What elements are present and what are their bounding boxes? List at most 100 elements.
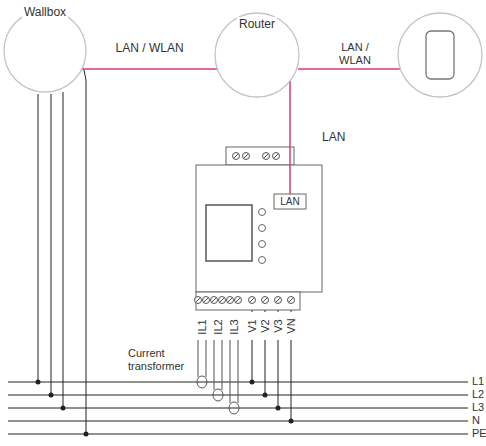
drawing-stroke [51,94,52,395]
drawing-stroke [274,154,279,159]
network-link [82,68,218,70]
node-heading: Router [237,17,277,31]
drawing-stroke [49,393,54,398]
drawing-stroke [264,154,269,159]
drawing-stroke [238,340,239,403]
drawing-stroke [38,94,39,382]
drawing-stroke [206,340,207,377]
drawing-stroke [262,297,269,304]
screw-terminals [195,153,295,304]
drawing-stroke [250,298,255,303]
drawing-stroke [36,380,41,385]
drawing-stroke [291,340,292,421]
phase-label: N [472,414,480,427]
drawing-stroke [259,241,266,248]
drawing-stroke [196,292,300,310]
drawing-stroke [289,298,294,303]
drawing-stroke [274,194,306,209]
drawing-stroke [198,340,199,377]
phone [298,13,482,97]
phase-label: L1 [472,375,484,388]
drawing-stroke [196,165,322,292]
node-heading: Wallbox [22,5,68,19]
drawing-stroke [236,298,241,303]
junction-dots [36,380,294,437]
drawing-stroke [289,419,294,424]
drawing-stroke [244,154,249,159]
drawing-stroke [252,340,253,382]
drawing-stroke [196,298,201,303]
drawing-stroke [8,434,468,435]
drawing-stroke [229,402,239,414]
drawing-stroke [234,154,239,159]
drawing-stroke [263,153,270,160]
energy-meter [196,147,322,310]
drawing-stroke [86,80,87,434]
drawing-stroke [275,297,282,304]
drawing-stroke [398,13,482,97]
terminal-label: V3 [272,319,285,332]
router-circle: Router [214,12,300,98]
drawing-stroke [197,376,207,388]
drawing-stroke [276,298,281,303]
component-label: Current transformer [128,347,194,373]
circle-outline [3,9,87,93]
drawing-stroke [84,70,86,80]
energy-meter: LAN [196,145,322,305]
drawing-stroke [228,298,233,303]
connection-label: LAN / WLAN [114,41,186,55]
drawing-stroke [84,432,89,437]
drawing-stroke [220,298,225,303]
drawing-stroke [211,297,218,304]
drawing-stroke [230,340,231,403]
heading-holder: Wallbox [3,2,87,20]
wallbox-wires [38,70,86,434]
drawing-stroke [61,406,66,411]
connection-label: LAN / WLAN [330,41,380,67]
heading-holder: Router [214,14,300,32]
terminal-label: V1 [246,319,259,332]
drawing-stroke [243,153,250,160]
phase-label: L3 [472,401,484,414]
connection-label: LAN [320,130,347,144]
drawing-stroke [273,153,280,160]
drawing-stroke [250,380,255,385]
drawing-stroke [212,298,217,303]
drawing-stroke [8,421,468,422]
network-link [289,81,291,194]
port-label: LAN [276,196,304,208]
drawing-stroke [235,297,242,304]
drawing-stroke [259,209,266,216]
drawing-stroke [219,297,226,304]
phase-label: L2 [472,388,484,401]
drawing-stroke [222,340,223,390]
drawing-stroke [426,31,454,79]
drawing-stroke [214,340,215,390]
drawing-stroke [204,298,209,303]
drawing-stroke [265,340,266,395]
drawing-stroke [227,297,234,304]
drawing-stroke [298,68,400,70]
drawing-stroke [203,297,210,304]
terminal-label: IL2 [212,319,225,334]
drawing-stroke [226,147,294,165]
terminal-label: V2 [259,319,272,332]
drawing-stroke [263,298,268,303]
current-transformers [197,340,239,414]
drawing-stroke [276,406,281,411]
drawing-stroke [213,389,223,401]
terminal-label: IL3 [228,319,241,334]
drawing-stroke [195,297,202,304]
circle-outline [4,10,86,92]
drawing-stroke [263,393,268,398]
drawing-stroke [63,92,64,408]
terminal-label: VN [285,318,298,333]
drawing-stroke [278,340,279,408]
phase-label: PE [472,427,486,440]
drawing-stroke [259,257,266,264]
drawing-stroke [8,408,468,409]
drawing-stroke [288,297,295,304]
wallbox-circle: Wallbox [3,9,87,93]
drawing-stroke [249,297,256,304]
